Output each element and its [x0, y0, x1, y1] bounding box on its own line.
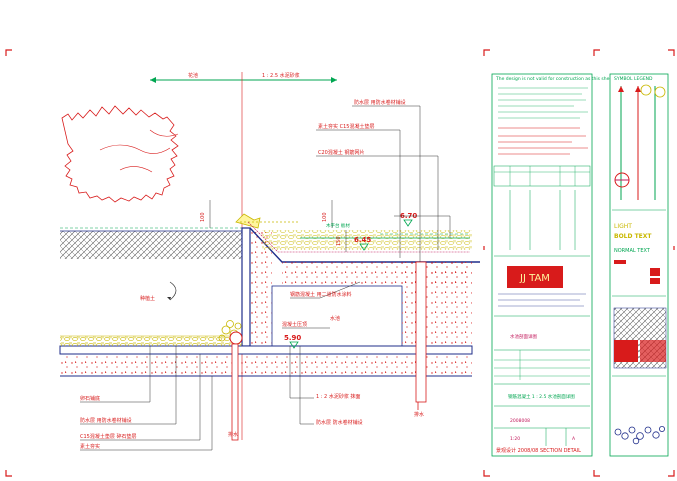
- elevation-base: 5.90: [284, 334, 301, 349]
- svg-text:6.45: 6.45: [354, 236, 371, 244]
- project-no: 2008008: [510, 418, 530, 424]
- callout-base-layer: C15混凝土垫层 碎石垫层: [80, 433, 136, 440]
- elevation-pool: 6.45: [354, 236, 371, 251]
- svg-text:5.90: 5.90: [284, 334, 301, 342]
- scale-value: 1:20: [510, 436, 520, 442]
- drawing-label: 钢筋混凝土 1 : 2.5 水池剖面详图: [508, 393, 575, 400]
- label-planting-soil: 种植土: [140, 295, 155, 302]
- callout-rc-wall: 钢筋混凝土 用二道防水涂料: [290, 291, 352, 298]
- callouts-top: [316, 105, 451, 262]
- callout-waterproof: 防水层 用防水卷材铺设: [354, 99, 406, 106]
- company-stamp: [507, 266, 563, 288]
- callout-pebble: 卵石铺底: [80, 395, 100, 402]
- callout-membrane: 防水层 防水卷材铺设: [316, 419, 363, 426]
- legend-panel: SYMBOL LEGEND LIGHT BOLD TEXT NORMAL TEX…: [609, 73, 669, 457]
- notes-header: The design is not valid for construction…: [495, 76, 614, 82]
- stamp-text: JJ TAM: [519, 273, 550, 284]
- legend-title: SYMBOL LEGEND: [614, 76, 653, 82]
- footer-text: 景观设计 2008/08 SECTION DETAIL: [496, 447, 581, 454]
- svg-text:150: 150: [336, 236, 342, 246]
- legend-bold: BOLD TEXT: [614, 233, 652, 240]
- callout-coping: 混凝土压顶: [282, 321, 307, 328]
- label-drain-right: 排水: [414, 411, 424, 418]
- dim-label-right: 1 : 2.5 水泥砂浆: [262, 72, 300, 79]
- label-pool: 水池: [330, 315, 340, 322]
- callout-compacted-soil: 素土夯实: [80, 443, 100, 450]
- svg-text:100: 100: [322, 212, 328, 222]
- shrub-outline: [61, 105, 179, 203]
- svg-text:100: 100: [200, 212, 206, 222]
- title-block: The design is not valid for construction…: [491, 73, 614, 457]
- crop-marks: [5, 49, 675, 477]
- elevation-water: 6.70: [400, 212, 417, 227]
- callout-mortar: 1 : 2 水泥砂浆 抹面: [316, 393, 360, 400]
- sheet-number: A: [572, 436, 576, 442]
- callout-waterproof-bottom: 防水层 用防水卷材铺设: [80, 417, 132, 424]
- section-drawing: 花池 1 : 2.5 水泥砂浆 种植土: [59, 72, 480, 451]
- label-drain-left: 排水: [228, 431, 238, 438]
- sheet-title: 水池剖面详图: [510, 333, 537, 340]
- dim-label-left: 花池: [188, 72, 198, 79]
- legend-normal: NORMAL TEXT: [614, 248, 651, 254]
- callout-subgrade: 素土夯实 C15混凝土垫层: [318, 123, 374, 130]
- callout-concrete: C20混凝土 钢筋网片: [318, 149, 364, 156]
- callout-deck: 木平台 板材: [326, 222, 350, 229]
- legend-light: LIGHT: [614, 223, 632, 230]
